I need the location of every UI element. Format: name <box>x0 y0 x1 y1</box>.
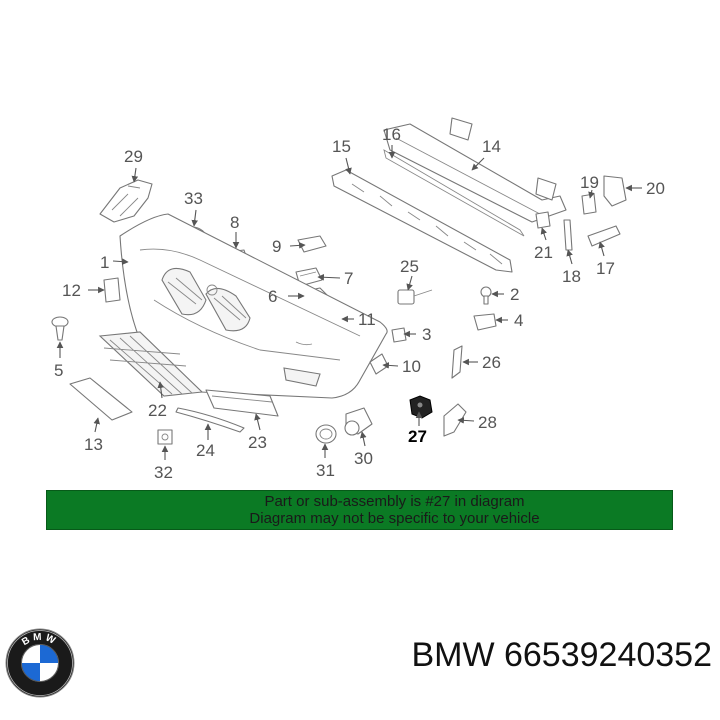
logo-letters: BMW <box>20 632 56 648</box>
leader-lines <box>56 145 642 460</box>
part-1-bumper <box>119 213 388 399</box>
callout-21: 21 <box>534 243 553 262</box>
part-20-bracket <box>603 175 627 207</box>
callout-16: 16 <box>382 125 401 144</box>
part-18 <box>563 219 573 251</box>
callout-10: 10 <box>402 357 421 376</box>
callout-18: 18 <box>562 267 581 286</box>
part-16-reinforcement <box>383 117 567 223</box>
callout-13: 13 <box>84 435 103 454</box>
part-27-highlighted <box>409 395 433 419</box>
callout-26: 26 <box>482 353 501 372</box>
part-23-insert <box>205 389 279 417</box>
callout-31: 31 <box>316 461 335 480</box>
callout-12: 12 <box>62 281 81 300</box>
part-4 <box>473 313 497 331</box>
callout-1: 1 <box>100 253 109 272</box>
part-17 <box>587 225 621 247</box>
callout-2: 2 <box>510 285 519 304</box>
part-5-clip <box>51 316 69 341</box>
part-9-cover <box>297 235 327 253</box>
callout-22: 22 <box>148 401 167 420</box>
part-22-grille <box>98 331 204 397</box>
part-21 <box>535 211 551 229</box>
bmw-logo: BMW <box>5 628 75 698</box>
callout-20: 20 <box>646 179 665 198</box>
callout-23: 23 <box>248 433 267 452</box>
callout-3: 3 <box>422 325 431 344</box>
brand-part-number: BMW 66539240352 <box>411 636 712 674</box>
callout-33: 33 <box>184 189 203 208</box>
part-31-cap <box>315 424 337 444</box>
callout-11: 11 <box>358 310 376 329</box>
notice-line-2: Diagram may not be specific to your vehi… <box>249 510 540 527</box>
part-26 <box>451 345 463 379</box>
callout-9: 9 <box>272 237 281 256</box>
callout-25: 25 <box>400 257 419 276</box>
callout-15: 15 <box>332 137 351 156</box>
part-16-strip <box>383 149 525 237</box>
callout-30: 30 <box>354 449 373 468</box>
part-25-sensor <box>397 289 433 305</box>
part-2-bolt <box>480 286 492 305</box>
callout-28: 28 <box>478 413 497 432</box>
part-19-bracket <box>581 193 597 215</box>
part-29-air-duct <box>99 179 153 223</box>
callout-6: 6 <box>268 287 277 306</box>
parts-diagram: 1 2 3 4 5 6 7 8 9 10 11 12 13 14 15 16 1… <box>51 117 665 480</box>
callout-5: 5 <box>54 361 63 380</box>
part-12-bracket <box>103 277 121 303</box>
callout-4: 4 <box>514 311 523 330</box>
svg-text:BMW: BMW <box>20 632 59 648</box>
part-3 <box>391 327 407 343</box>
part-30-sensor <box>344 407 373 436</box>
callout-labels: 1 2 3 4 5 6 7 8 9 10 11 12 13 14 15 16 1… <box>54 125 665 480</box>
callout-7: 7 <box>344 269 353 288</box>
callout-17: 17 <box>596 259 615 278</box>
callout-8: 8 <box>230 213 239 232</box>
callout-27-highlighted: 27 <box>408 427 427 446</box>
part-24-trim <box>175 407 245 433</box>
part-13-plate <box>69 377 133 421</box>
notice-banner: Part or sub-assembly is #27 in diagram D… <box>46 490 673 530</box>
callout-32: 32 <box>154 463 173 480</box>
callout-19: 19 <box>580 173 599 192</box>
callout-14: 14 <box>482 137 501 156</box>
callout-29: 29 <box>124 147 143 166</box>
notice-line-1: Part or sub-assembly is #27 in diagram <box>264 493 525 510</box>
part-32 <box>157 429 173 445</box>
callout-24: 24 <box>196 441 215 460</box>
